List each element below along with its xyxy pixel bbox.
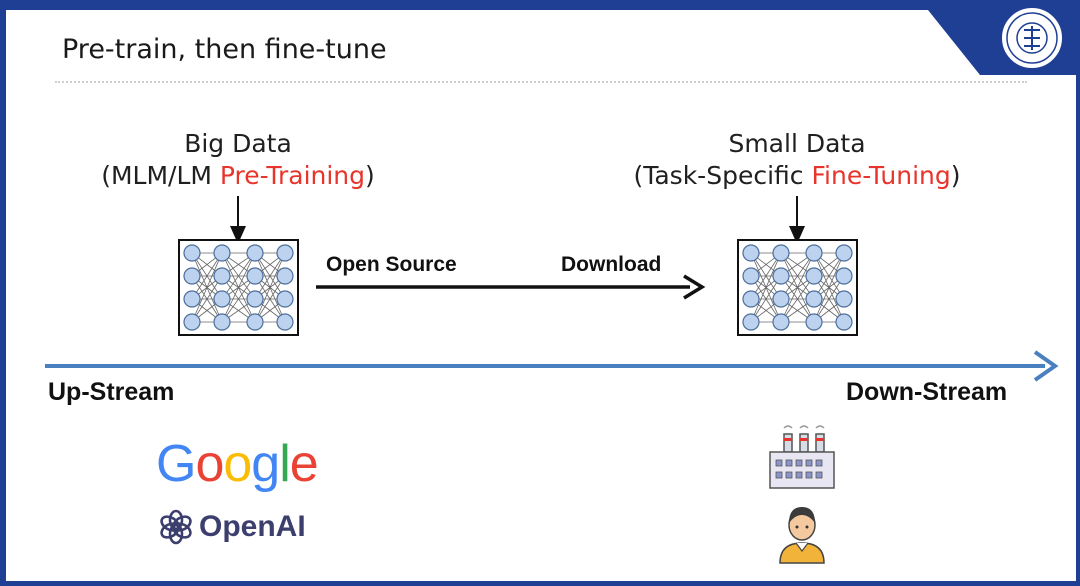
up-stream-label: Up-Stream — [48, 378, 175, 406]
network-node — [805, 290, 823, 308]
network-node — [183, 290, 201, 308]
network-node — [183, 313, 201, 331]
network-node — [835, 244, 853, 262]
network-node — [742, 244, 760, 262]
network-node — [772, 290, 790, 308]
title-divider — [55, 81, 1027, 83]
network-node — [805, 244, 823, 262]
network-node — [213, 244, 231, 262]
slide-right-border — [1076, 0, 1080, 586]
network-node — [835, 313, 853, 331]
openai-logo-icon — [160, 509, 192, 545]
network-node — [246, 244, 264, 262]
open-source-label: Open Source — [326, 253, 457, 276]
down-stream-label: Down-Stream — [846, 378, 1008, 406]
slide-top-border — [0, 0, 1080, 10]
factory-icon — [769, 425, 835, 489]
network-node — [835, 267, 853, 285]
network-node — [742, 290, 760, 308]
header-corner-banner — [920, 0, 1080, 75]
slide-title: Pre-train, then fine-tune — [62, 34, 387, 65]
network-node — [772, 267, 790, 285]
network-node — [246, 290, 264, 308]
open-source-arrow-head — [683, 274, 706, 300]
network-node — [246, 267, 264, 285]
slide-bottom-border — [0, 581, 1080, 586]
right-caption-line1: Small Data — [728, 129, 866, 158]
network-node — [276, 267, 294, 285]
openai-logo-text: OpenAI — [199, 510, 306, 543]
left-caption-line1: Big Data — [184, 129, 292, 158]
left-caption-line2: (MLM/LM Pre-Training) — [101, 161, 375, 190]
google-logo: Google — [156, 435, 319, 493]
network-node — [772, 313, 790, 331]
network-node — [742, 313, 760, 331]
neural-network-icon — [178, 239, 299, 336]
network-node — [835, 290, 853, 308]
network-node — [213, 267, 231, 285]
person-icon — [779, 507, 825, 564]
network-node — [213, 290, 231, 308]
right-caption-line2: (Task-Specific Fine-Tuning) — [633, 161, 961, 190]
download-label: Download — [561, 253, 662, 276]
stream-arrow-head — [1033, 350, 1059, 382]
network-node — [213, 313, 231, 331]
network-node — [805, 313, 823, 331]
network-node — [276, 244, 294, 262]
network-node — [276, 313, 294, 331]
university-seal-icon — [1000, 6, 1064, 70]
network-node — [183, 267, 201, 285]
network-node — [246, 313, 264, 331]
slide-left-border — [0, 0, 6, 586]
network-node — [805, 267, 823, 285]
neural-network-icon — [737, 239, 858, 336]
network-node — [742, 267, 760, 285]
network-node — [276, 290, 294, 308]
network-node — [183, 244, 201, 262]
network-node — [772, 244, 790, 262]
